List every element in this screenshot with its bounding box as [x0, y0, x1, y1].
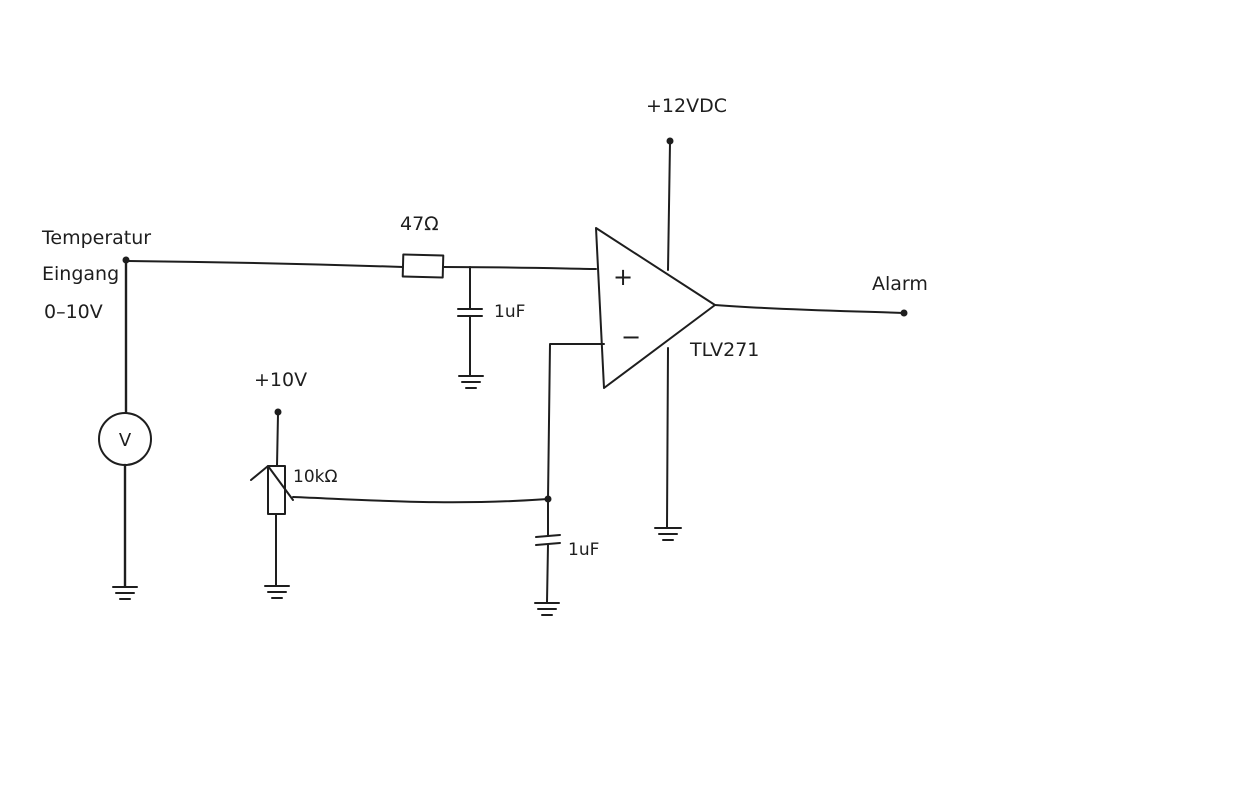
reference-to-pot-wire [276, 413, 279, 467]
opamp-plus-sign: + [613, 263, 633, 291]
resistor-47-ohm [401, 253, 445, 279]
opamp-ground-icon [654, 527, 682, 541]
opamp: + − TLV271 +12VDC Alarm [595, 95, 928, 541]
output-label: Alarm [872, 273, 928, 295]
potentiometer-10k [267, 465, 286, 515]
opamp-supply-node [666, 137, 674, 145]
input-capacitor-symbol [457, 308, 483, 317]
input-voltmeter-branch: V [98, 256, 152, 600]
reference-capacitor-label: 1uF [568, 540, 599, 560]
voltmeter-label: V [119, 430, 132, 451]
reference-supply-label: +10V [254, 369, 307, 391]
opamp-ground-wire [666, 347, 669, 528]
opamp-part-label: TLV271 [689, 339, 759, 361]
reference-capacitor-symbol [535, 534, 561, 546]
input-to-resistor-wire [127, 260, 404, 268]
resistor-to-plus-input-wire [442, 266, 597, 270]
input-label-group: Temperatur Eingang 0–10V [41, 227, 151, 323]
reference-branch: +10V 10kΩ 1uF [250, 343, 605, 616]
potentiometer-adjust-arrow [250, 465, 294, 501]
input-capacitor-label: 1uF [494, 302, 525, 322]
input-label-line2: Eingang [42, 263, 119, 285]
pot-ground-icon [264, 585, 290, 599]
pot-wiper-wire [292, 496, 549, 504]
output-terminal-node [900, 309, 908, 317]
reference-supply-node [274, 408, 282, 416]
potentiometer-label: 10kΩ [293, 467, 337, 487]
input-label-line3: 0–10V [44, 301, 103, 323]
voltmeter-ground-icon [112, 586, 138, 600]
opamp-output-wire [714, 304, 904, 314]
reference-cap-wire-bottom [546, 544, 549, 603]
reference-cap-ground-icon [534, 602, 560, 616]
opamp-triangle [595, 227, 716, 389]
resistor-47-ohm-label: 47Ω [400, 213, 439, 235]
input-label-line1: Temperatur [41, 227, 151, 249]
input-filter: 47Ω 1uF [127, 213, 597, 389]
opamp-supply-wire [667, 142, 671, 271]
opamp-supply-label: +12VDC [646, 95, 727, 117]
opamp-minus-sign: − [621, 323, 641, 351]
input-cap-ground-icon [458, 375, 484, 389]
reference-to-minus-wire [547, 343, 605, 500]
